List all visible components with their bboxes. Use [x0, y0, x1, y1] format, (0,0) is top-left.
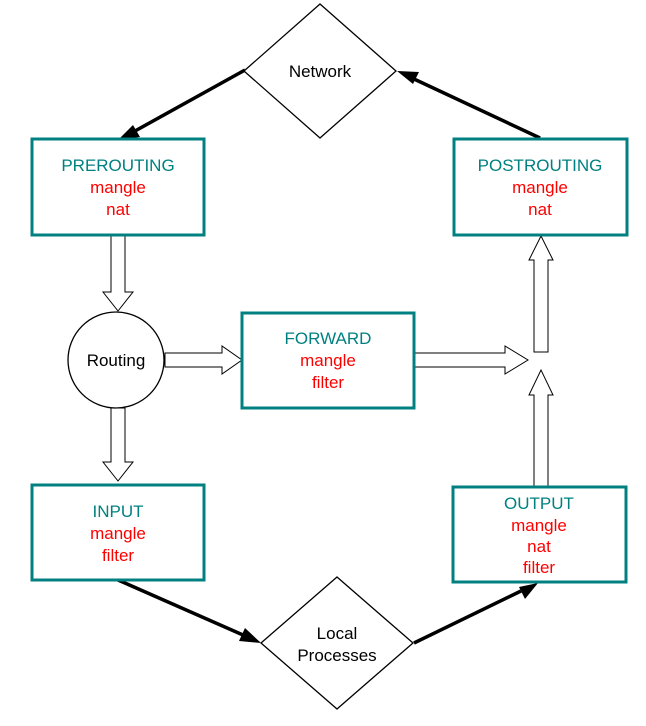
input-chain-name: INPUT [93, 502, 144, 521]
solid-arrow-network-to-prerouting [118, 68, 246, 140]
solid-arrow-input-to-local-processes [117, 578, 261, 643]
output-table-filter: filter [523, 558, 555, 577]
network-label: Network [289, 62, 352, 81]
output-chain-name: OUTPUT [504, 494, 574, 513]
local-processes-label-line2: Processes [297, 646, 376, 665]
hollow-arrow-routing-to-input [101, 407, 135, 482]
input-table-mangle: mangle [90, 524, 146, 543]
hollow-arrow-merge-to-postrouting [528, 234, 554, 353]
prerouting-chain: PREROUTING mangle nat [30, 137, 206, 237]
postrouting-table-mangle: mangle [512, 178, 568, 197]
input-chain: INPUT mangle filter [30, 483, 206, 582]
local-processes-label-line1: Local [317, 624, 358, 643]
hollow-arrow-prerouting-to-routing [101, 235, 135, 312]
hollow-arrow-output-to-merge [528, 368, 554, 487]
forward-table-filter: filter [312, 373, 344, 392]
output-table-nat: nat [527, 537, 551, 556]
routing-node: Routing [67, 311, 165, 409]
forward-table-mangle: mangle [300, 351, 356, 370]
routing-label: Routing [87, 351, 146, 370]
solid-arrow-postrouting-to-network [397, 71, 541, 140]
prerouting-table-nat: nat [106, 200, 130, 219]
postrouting-chain: POSTROUTING mangle nat [452, 137, 629, 237]
forward-chain-name: FORWARD [285, 329, 372, 348]
solid-arrow-local-processes-to-output [413, 583, 538, 645]
prerouting-chain-name: PREROUTING [61, 156, 174, 175]
postrouting-table-nat: nat [528, 200, 552, 219]
network-node: Network [243, 3, 397, 139]
output-table-mangle: mangle [511, 516, 567, 535]
hollow-arrow-routing-to-forward [164, 345, 243, 375]
hollow-arrow-forward-to-merge [413, 345, 529, 375]
forward-chain: FORWARD mangle filter [240, 311, 416, 410]
output-chain: OUTPUT mangle nat filter [451, 485, 628, 584]
prerouting-table-mangle: mangle [90, 178, 146, 197]
postrouting-chain-name: POSTROUTING [478, 156, 603, 175]
input-table-filter: filter [102, 546, 134, 565]
local-processes-node: Local Processes [260, 576, 414, 710]
